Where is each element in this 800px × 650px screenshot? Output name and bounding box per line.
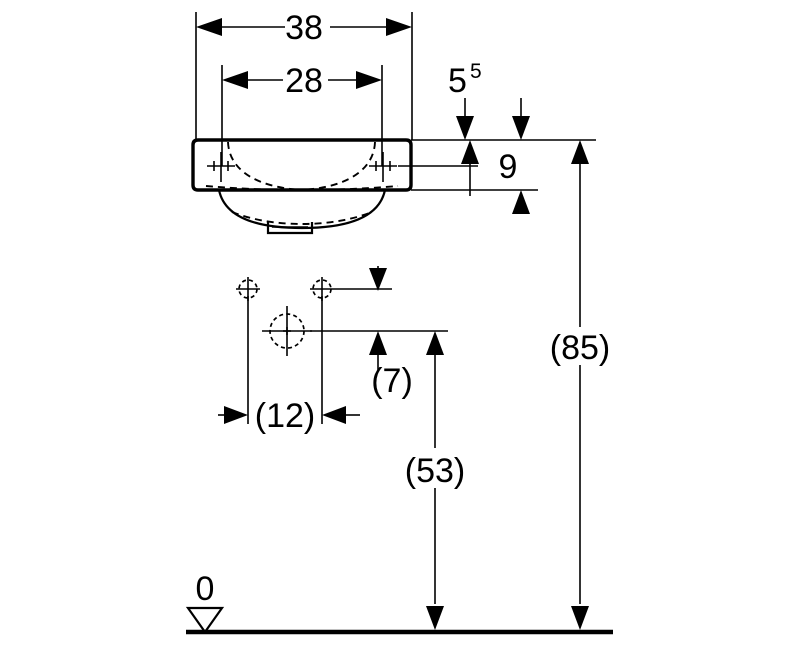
extension-lines-right — [398, 139, 596, 191]
dimension-5-5: 5 5 — [448, 60, 530, 140]
dim-28-arrow-right — [356, 71, 382, 89]
dim-38-arrow-right — [386, 18, 412, 36]
dim-53-arrow-top — [426, 331, 444, 355]
dim-28-label: 28 — [285, 62, 323, 100]
basin-body-outline — [191, 138, 413, 192]
bowl-underside-outline — [217, 189, 387, 230]
dim-9-label: 9 — [499, 148, 518, 186]
dim-53-arrow-bottom — [426, 606, 444, 630]
mounting-hole-right-marker — [369, 152, 397, 182]
datum-triangle-icon — [185, 606, 225, 634]
dim-5-5-arrow-right — [512, 116, 530, 140]
dim-7-label: (7) — [371, 362, 413, 400]
dim-5-5-arrow-left — [456, 116, 474, 140]
dim-12-label: (12) — [255, 397, 315, 435]
bowl-right-contour-hidden — [301, 141, 376, 191]
mounting-hole-left-marker — [207, 152, 235, 182]
dim-7-arrow-bottom — [369, 331, 387, 355]
dim-38-arrow-left — [196, 18, 222, 36]
dim-5-5-superscript: 5 — [470, 60, 482, 83]
dim-53-label: (53) — [405, 452, 465, 490]
dimension-85: (85) — [550, 140, 610, 630]
dim-9-arrow-top — [461, 140, 479, 164]
bowl-bottom-hidden — [231, 211, 373, 225]
dimension-7: (7) — [369, 266, 413, 400]
dimension-12: (12) — [218, 397, 360, 435]
bowl-rim-hidden — [205, 185, 399, 191]
dim-85-arrow-top — [571, 140, 589, 164]
dimension-28: 28 — [222, 62, 382, 100]
dim-7-arrow-top — [369, 268, 387, 291]
dimension-9: 9 — [461, 140, 530, 214]
basin-front-elevation — [191, 138, 413, 235]
dimension-53: (53) — [405, 331, 465, 630]
drain-boss-outline — [266, 222, 314, 235]
dim-85-arrow-bottom — [571, 606, 589, 630]
dim-12-arrow-right — [322, 406, 346, 424]
basin-plan-detail — [236, 277, 448, 424]
dim-85-label: (85) — [550, 329, 610, 367]
dim-28-arrow-left — [222, 71, 248, 89]
extension-lines-top — [195, 12, 413, 166]
dim-12-arrow-left — [224, 406, 248, 424]
dim-38-label: 38 — [285, 9, 323, 47]
dim-5-5-label: 5 — [448, 62, 467, 100]
datum-marker: 0 — [185, 570, 225, 634]
datum-label: 0 — [196, 570, 215, 608]
bowl-left-contour-hidden — [227, 141, 303, 191]
dimension-38: 38 — [196, 9, 412, 47]
plan-drain-outlet — [262, 306, 312, 356]
